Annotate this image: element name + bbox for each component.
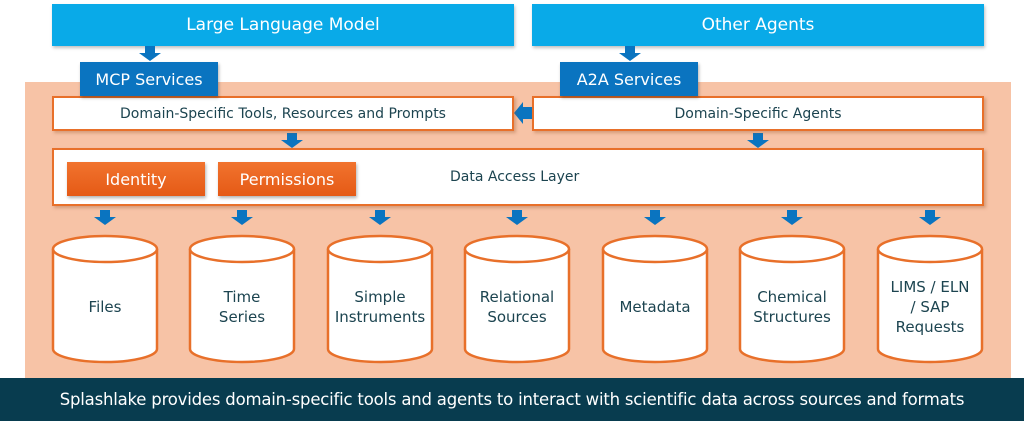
data-source-label: Time Series	[218, 288, 266, 326]
data-source-cylinder: Metadata	[601, 233, 709, 365]
data-source-label: LIMS / ELN / SAP Requests	[890, 278, 970, 336]
data-source-label: Chemical Structures	[753, 288, 831, 326]
identity-box: Identity	[67, 162, 205, 196]
database-icon	[738, 234, 846, 364]
database-icon	[601, 234, 709, 364]
data-source-label: Relational Sources	[479, 288, 555, 326]
data-source-cylinder: Simple Instruments	[326, 233, 434, 365]
database-icon	[188, 234, 296, 364]
data-source-cylinder: Relational Sources	[463, 233, 571, 365]
domain-agents-box: Domain-Specific Agents	[532, 96, 984, 131]
domain-tools-box: Domain-Specific Tools, Resources and Pro…	[52, 96, 514, 131]
permissions-box: Permissions	[218, 162, 356, 196]
footer-caption: Splashlake provides domain-specific tool…	[0, 378, 1024, 421]
data-source-cylinder: Files	[51, 233, 159, 365]
arrow-left-icon	[514, 102, 532, 124]
database-icon	[463, 234, 571, 364]
database-icon	[51, 234, 159, 364]
data-access-layer-box: Identity Permissions Data Access Layer	[52, 148, 984, 206]
data-source-label: Simple Instruments	[334, 288, 426, 326]
large-language-model-box: Large Language Model	[52, 4, 514, 46]
domain-tools-label: Domain-Specific Tools, Resources and Pro…	[120, 105, 446, 122]
data-access-layer-label: Data Access Layer	[450, 169, 580, 185]
database-icon	[326, 234, 434, 364]
mcp-services-box: MCP Services	[80, 62, 218, 96]
data-source-cylinder: Time Series	[188, 233, 296, 365]
data-source-cylinder: LIMS / ELN / SAP Requests	[876, 233, 984, 365]
a2a-services-box: A2A Services	[560, 62, 698, 96]
data-source-cylinder: Chemical Structures	[738, 233, 846, 365]
database-icon	[876, 234, 984, 364]
domain-agents-label: Domain-Specific Agents	[674, 105, 842, 122]
other-agents-box: Other Agents	[532, 4, 984, 46]
data-source-label: Files	[88, 298, 122, 316]
data-source-label: Metadata	[619, 298, 691, 316]
